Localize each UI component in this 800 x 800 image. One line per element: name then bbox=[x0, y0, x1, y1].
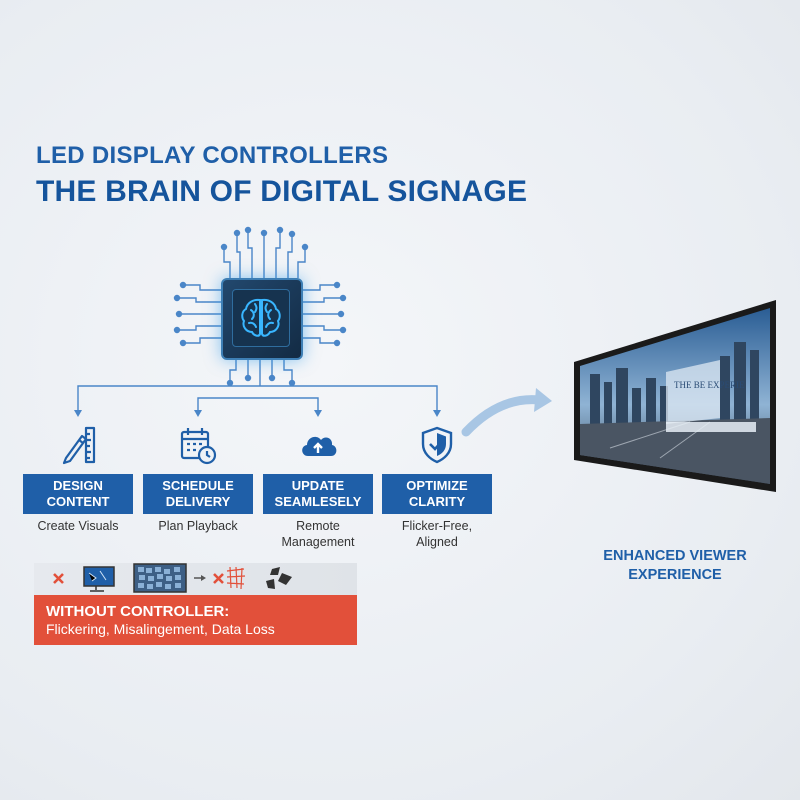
heading-line-1: LED DISPLAY CONTROLLERS bbox=[36, 142, 389, 169]
shield-check-icon bbox=[421, 426, 453, 464]
x-mark-icon bbox=[53, 573, 64, 584]
step-description: Remote Management bbox=[281, 519, 355, 549]
arrow-right-icon bbox=[194, 575, 206, 581]
step-description: Flicker-Free, Aligned bbox=[401, 519, 473, 549]
ruler-pencil-icon bbox=[62, 426, 96, 465]
brain-icon bbox=[241, 298, 281, 337]
without-controller-warning: WITHOUT CONTROLLER: Flickering, Misaling… bbox=[34, 595, 357, 645]
processor-chip bbox=[221, 278, 303, 360]
x-mark-icon bbox=[213, 573, 224, 584]
screen-billboard-text: THE BE EXPERIE bbox=[674, 380, 745, 390]
calendar-clock-icon bbox=[180, 428, 217, 465]
step-description: Create Visuals bbox=[37, 519, 119, 533]
display-caption: ENHANCED VIEWER EXPERIENCE bbox=[603, 548, 747, 583]
step-title: DESIGN CONTENT bbox=[23, 474, 133, 514]
led-display-monitor: THE BE EXPERIE bbox=[570, 298, 778, 494]
chip-core bbox=[232, 289, 290, 347]
broken-grid-icon bbox=[226, 566, 246, 590]
heading-line-2: THE BRAIN OF DIGITAL SIGNAGE bbox=[36, 175, 528, 208]
warning-title: WITHOUT CONTROLLER: bbox=[46, 603, 230, 620]
warning-text: Flickering, Misalingement, Data Loss bbox=[46, 621, 275, 637]
step-title: OPTIMIZE CLARITY bbox=[382, 474, 492, 514]
city-display-screen: THE BE EXPERIE bbox=[574, 300, 776, 492]
step-title: SCHEDULE DELIVERY bbox=[143, 474, 253, 514]
failure-icons bbox=[53, 563, 292, 593]
cloud-upload-icon bbox=[302, 436, 337, 456]
misaligned-screen-icon bbox=[133, 563, 187, 593]
shattered-pieces-icon bbox=[266, 567, 292, 589]
step-description: Plan Playback bbox=[158, 519, 238, 533]
broken-monitor-icon bbox=[83, 566, 115, 592]
failure-illustrations bbox=[34, 563, 357, 595]
step-title: UPDATE SEAMLESELY bbox=[263, 474, 373, 514]
